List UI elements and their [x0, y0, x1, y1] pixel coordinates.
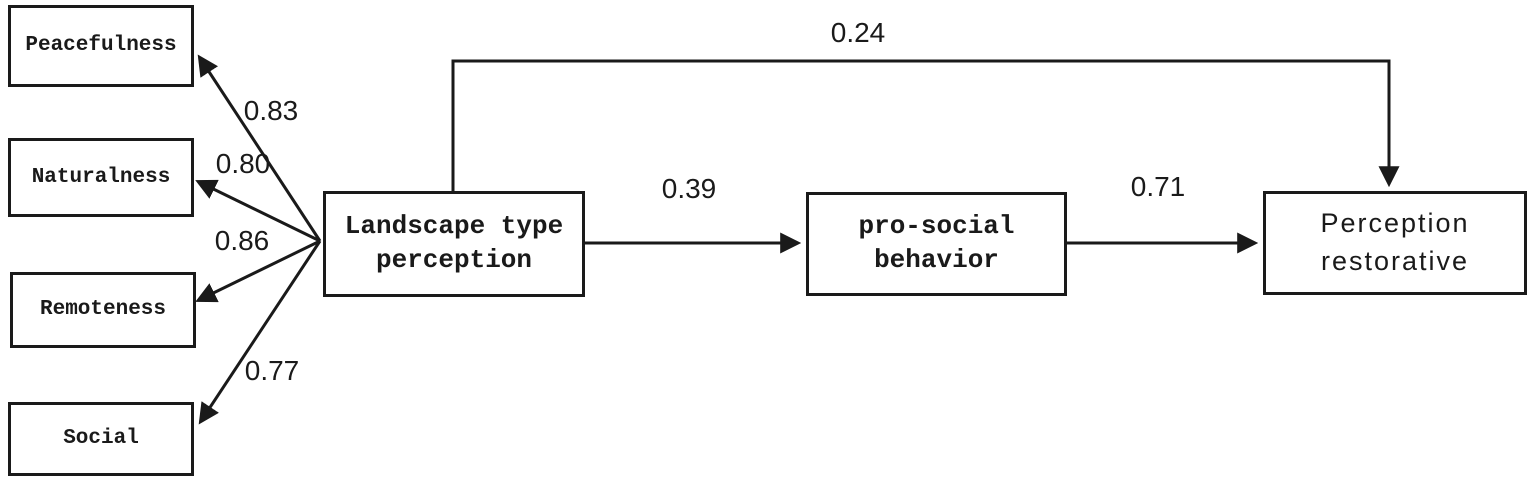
loading-value-social: 0.77: [244, 355, 300, 386]
indicator-label-remoteness: Remoteness: [39, 298, 167, 322]
loading-arrow-naturalness: [195, 179, 321, 243]
latent-label-line1: Landscape type: [344, 211, 564, 242]
indicator-box-remoteness: Remoteness: [10, 272, 196, 348]
indicator-label-naturalness: Naturalness: [31, 165, 171, 189]
loading-arrow-remoteness: [195, 239, 321, 303]
mediator-label-line1: pro-social: [858, 211, 1015, 242]
loading-value-peacefulness: 0.83: [243, 95, 299, 126]
outcome-label-line1: Perception: [1320, 208, 1470, 239]
indicator-box-social: Social: [8, 402, 194, 476]
path-value-mediator-to-outcome: 0.71: [1130, 171, 1186, 202]
loading-arrow-social: [198, 240, 322, 425]
outcome-label-line2: restorative: [1320, 246, 1470, 276]
indicator-label-peacefulness: Peacefulness: [25, 34, 177, 58]
loading-arrow-peacefulness: [197, 54, 322, 242]
loading-value-remoteness: 0.86: [214, 225, 270, 256]
outcome-box-perception-restorative: Perception restorative: [1263, 191, 1527, 295]
latent-label-line2: perception: [375, 245, 533, 275]
indicator-box-peacefulness: Peacefulness: [8, 5, 194, 87]
path-value-latent-to-outcome-direct: 0.24: [830, 17, 886, 48]
latent-box-landscape-type-perception: Landscape type perception: [323, 191, 585, 297]
indicator-box-naturalness: Naturalness: [8, 138, 194, 217]
path-value-latent-to-mediator: 0.39: [661, 173, 717, 204]
loading-value-naturalness: 0.80: [215, 148, 271, 179]
mediator-box-pro-social-behavior: pro-social behavior: [806, 192, 1067, 296]
indicator-label-social: Social: [63, 427, 139, 451]
mediator-label-line2: behavior: [874, 245, 999, 275]
path-arrow-latent-to-outcome-direct: [451, 59, 1400, 191]
